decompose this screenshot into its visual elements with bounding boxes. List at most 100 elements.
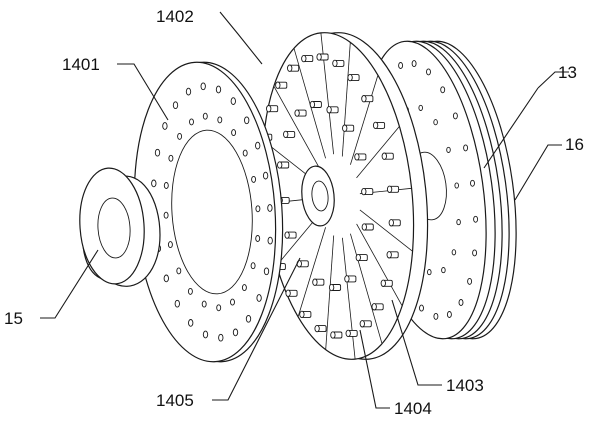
pulley-hole [440, 86, 446, 94]
flange-hole [263, 267, 270, 276]
segment-line [320, 32, 334, 155]
clutch-disc-14 [258, 32, 429, 360]
pulley-hole [452, 112, 458, 120]
segment-line [350, 233, 383, 344]
flange-hole [162, 122, 168, 130]
flange-hole [255, 235, 261, 242]
flange-hole [201, 300, 207, 308]
flange-hole [245, 314, 252, 323]
pulley-hole [411, 60, 417, 68]
flange-hole [202, 112, 208, 120]
bolt-head [361, 187, 374, 196]
flange-hole [216, 304, 222, 312]
pulley-hole [427, 269, 432, 276]
bolt-head [296, 260, 309, 268]
bolt-head [299, 310, 312, 319]
pulley-hole [463, 144, 469, 152]
pulley-hole [454, 182, 459, 189]
flange-hole [256, 294, 262, 302]
bolt-head [361, 223, 374, 231]
flange-hole [267, 204, 273, 212]
pulley-hole [418, 104, 423, 111]
flange-hole [215, 85, 222, 94]
pulley-hole [456, 219, 461, 226]
flange-hole [163, 211, 169, 219]
flange-hole [244, 116, 250, 125]
flange-hole [218, 333, 224, 342]
label-1403: 1403 [446, 376, 484, 395]
flange-hole [230, 97, 236, 105]
bolt-head [386, 185, 400, 193]
flange-hole [262, 171, 269, 180]
bolt-head [277, 161, 290, 169]
label-16: 16 [565, 135, 584, 154]
bolt-head [344, 275, 357, 283]
label-1404: 1404 [394, 399, 432, 418]
bolt-head [285, 289, 298, 297]
label-15: 15 [4, 309, 23, 328]
bolt-head [314, 324, 327, 333]
segment-line [341, 42, 351, 157]
flange-hole [251, 175, 257, 183]
pulley-hole [470, 179, 475, 187]
flange-hole [189, 118, 194, 126]
flange-hole [267, 236, 273, 245]
bolt-head [266, 105, 279, 113]
bolt-head [355, 253, 368, 262]
bolt-head [372, 121, 386, 130]
pulley-hole [451, 249, 457, 256]
bolt-head [386, 251, 399, 259]
bolt-head [361, 95, 374, 103]
flange-hole [172, 101, 179, 110]
flange-hole [231, 129, 237, 137]
pulley-hole [441, 267, 446, 274]
bolt-head [342, 124, 355, 132]
flange-hole [200, 82, 206, 91]
label-13: 13 [558, 63, 577, 82]
flange-hole [163, 274, 169, 283]
segment-line [356, 126, 400, 179]
flange-hole [167, 241, 173, 249]
flange-hole [177, 132, 183, 140]
flange-hole [250, 262, 256, 270]
pulley-hole [446, 311, 452, 318]
flange-hole [154, 148, 161, 157]
segment-line [342, 237, 356, 360]
flange-hole [185, 87, 192, 96]
segment-line [350, 75, 379, 165]
bolt-head [275, 81, 288, 89]
segment-line [356, 223, 403, 307]
segment-line [297, 227, 326, 317]
bolt-head [316, 53, 329, 61]
conical-collar-15 [79, 167, 161, 287]
bolt-head [332, 59, 345, 68]
flange-hole [202, 330, 209, 339]
flange-hole [168, 154, 174, 162]
bolt-head [326, 106, 339, 114]
pulley-hole [467, 277, 473, 285]
flange-hole [255, 141, 261, 150]
bolt-head [347, 73, 360, 82]
pulley-hole [458, 299, 464, 306]
label-1401: 1401 [62, 55, 100, 74]
flange-hole [174, 299, 180, 308]
segment-line [325, 235, 335, 350]
flange-hole [242, 149, 248, 157]
bolt-head [371, 303, 384, 311]
pulley-hole [473, 215, 479, 223]
bolt-head [312, 278, 325, 286]
pulley-hole [433, 119, 438, 126]
leader-lines [40, 11, 569, 409]
bolt-head [380, 279, 393, 287]
bolt-head [381, 152, 394, 160]
bolt-head [345, 329, 358, 338]
bolt-head [283, 130, 296, 139]
flange-hole [217, 116, 223, 124]
bolt-head [294, 109, 307, 117]
segment-line [293, 48, 326, 159]
flange-hole [255, 205, 261, 213]
flange-hole [232, 328, 239, 337]
pulley-hole [419, 304, 424, 312]
bolt-head [309, 100, 322, 109]
